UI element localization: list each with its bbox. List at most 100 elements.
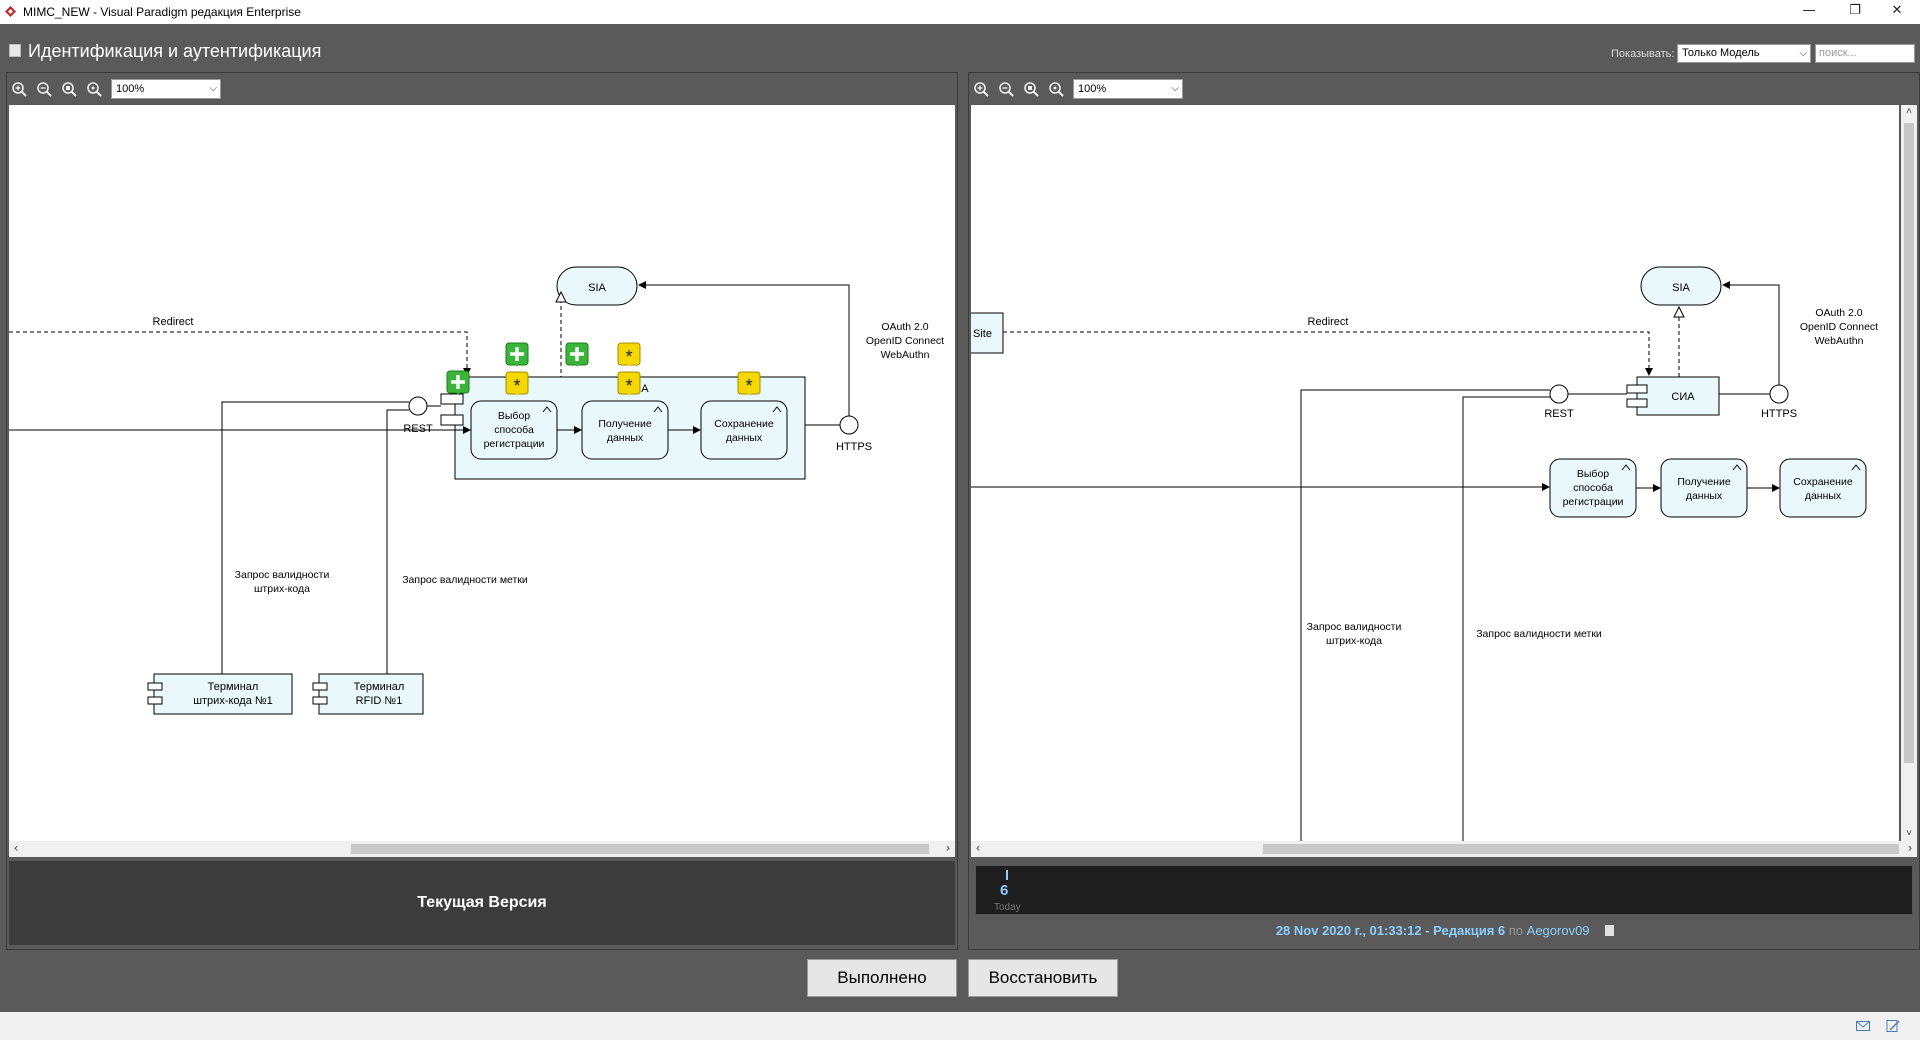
diagram-canvas-revision[interactable]: Site Redirect SIA OAuth 2.0 OpenID Conne… bbox=[971, 105, 1899, 841]
modified-marker-icon[interactable]: * bbox=[617, 371, 641, 396]
task-3-line-1: Сохранение bbox=[1793, 476, 1853, 488]
zoom-actual-icon[interactable] bbox=[1048, 81, 1066, 97]
zoom-fit-icon[interactable] bbox=[61, 81, 79, 97]
https-label: HTTPS bbox=[836, 441, 872, 453]
component-port bbox=[147, 682, 163, 691]
close-button[interactable]: ✕ bbox=[1891, 3, 1903, 18]
zoom-fit-icon[interactable] bbox=[1023, 81, 1041, 97]
scrollbar-thumb[interactable] bbox=[1904, 123, 1914, 763]
modified-marker-icon[interactable]: * bbox=[617, 342, 641, 367]
subprocess-icon bbox=[1851, 464, 1861, 471]
show-filter-value: Только Модель bbox=[1682, 47, 1760, 59]
compare-header: Идентификация и аутентификация Показыват… bbox=[0, 24, 1920, 72]
zoom-in-icon[interactable] bbox=[973, 81, 991, 97]
revision-by: по bbox=[1508, 923, 1524, 938]
subprocess-icon bbox=[1621, 464, 1631, 471]
search-input[interactable]: поиск... bbox=[1815, 44, 1915, 63]
scroll-left-icon[interactable]: ‹ bbox=[975, 841, 981, 855]
minimize-button[interactable]: — bbox=[1802, 3, 1816, 18]
mail-icon[interactable] bbox=[1856, 1020, 1870, 1032]
task-3-line-1: Сохранение bbox=[714, 418, 774, 430]
realization-arrowhead bbox=[555, 290, 567, 303]
scroll-up-icon[interactable]: ˄ bbox=[1906, 106, 1912, 117]
chevron-down-icon: ⌵ bbox=[1799, 48, 1807, 59]
redirect-connector[interactable] bbox=[9, 331, 471, 376]
scroll-right-icon[interactable]: › bbox=[1907, 841, 1913, 855]
horizontal-scrollbar[interactable]: ‹ › bbox=[971, 841, 1917, 857]
barcode-terminal[interactable] bbox=[153, 673, 293, 715]
rest-interface[interactable] bbox=[408, 396, 428, 416]
scrollbar-thumb[interactable] bbox=[351, 844, 929, 854]
revision-info: 28 Nov 2020 г., 01:33:12 - Редакция 6 по… bbox=[969, 923, 1920, 938]
visual-paradigm-logo-icon bbox=[5, 6, 16, 17]
barcode-connector[interactable] bbox=[221, 401, 409, 674]
revision-marker[interactable] bbox=[1006, 870, 1008, 880]
rest-interface[interactable] bbox=[1549, 384, 1569, 404]
rfid-terminal-line-1: Терминал bbox=[354, 681, 405, 693]
restore-version-button[interactable]: Восстановить bbox=[968, 959, 1118, 997]
redirect-connector[interactable] bbox=[1003, 331, 1653, 376]
task-get-data[interactable] bbox=[581, 400, 669, 460]
added-marker-icon[interactable] bbox=[446, 370, 470, 395]
rfid-connector[interactable] bbox=[1462, 396, 1550, 841]
scroll-down-icon[interactable]: ˅ bbox=[1906, 828, 1912, 839]
done-button[interactable]: Выполнено bbox=[807, 959, 957, 997]
task-1-line-1: Выбор bbox=[1577, 468, 1609, 480]
note-icon[interactable] bbox=[1605, 925, 1615, 936]
rfid-connector[interactable] bbox=[386, 409, 409, 674]
zoom-in-icon[interactable] bbox=[11, 81, 29, 97]
horizontal-scrollbar[interactable]: ‹ › bbox=[9, 841, 955, 857]
task-2-line-1: Получение bbox=[598, 418, 652, 430]
zoom-toolbar: 100% ⌵ bbox=[969, 73, 1919, 103]
zoom-level-value: 100% bbox=[1078, 83, 1107, 95]
window-title: MIMC_NEW - Visual Paradigm редакция Ente… bbox=[23, 5, 301, 19]
https-connector[interactable] bbox=[1722, 281, 1780, 390]
barcode-request-line-2: штрих-кода bbox=[1326, 635, 1382, 647]
sia-component[interactable] bbox=[1636, 376, 1720, 416]
rfid-terminal-line-2: RFID №1 bbox=[356, 695, 403, 707]
sia-shape[interactable] bbox=[1640, 266, 1722, 306]
show-filter-dropdown[interactable]: Только Модель ⌵ bbox=[1677, 44, 1811, 63]
oauth-label-1: OAuth 2.0 bbox=[1815, 307, 1862, 319]
https-interface[interactable] bbox=[839, 415, 859, 435]
component-port-2 bbox=[440, 414, 464, 426]
subprocess-icon bbox=[1732, 464, 1742, 471]
edit-note-icon[interactable] bbox=[1886, 1020, 1900, 1032]
revision-timeline[interactable]: 6 Today bbox=[975, 865, 1913, 915]
zoom-actual-icon[interactable] bbox=[86, 81, 104, 97]
task-get-data[interactable] bbox=[1660, 458, 1748, 518]
show-label: Показывать: bbox=[1611, 48, 1675, 60]
scroll-left-icon[interactable]: ‹ bbox=[13, 841, 19, 855]
restore-button[interactable]: ❐ bbox=[1849, 3, 1861, 18]
rfid-terminal[interactable] bbox=[318, 673, 424, 715]
zoom-out-icon[interactable] bbox=[998, 81, 1016, 97]
zoom-out-icon[interactable] bbox=[36, 81, 54, 97]
added-marker-icon[interactable] bbox=[565, 342, 589, 367]
added-marker-icon[interactable] bbox=[505, 342, 529, 367]
task-2-line-2: данных bbox=[607, 432, 644, 444]
https-connector[interactable] bbox=[638, 281, 850, 425]
svg-text:*: * bbox=[625, 347, 632, 367]
redirect-label: Redirect bbox=[1308, 316, 1349, 328]
scroll-right-icon[interactable]: › bbox=[945, 841, 951, 855]
task-save-data[interactable] bbox=[700, 400, 788, 460]
modified-marker-icon[interactable]: * bbox=[737, 371, 761, 396]
task-save-data[interactable] bbox=[1779, 458, 1867, 518]
vertical-scrollbar[interactable]: ˄ ˅ bbox=[1901, 105, 1917, 841]
modified-marker-icon[interactable]: * bbox=[505, 371, 529, 396]
https-interface[interactable] bbox=[1769, 384, 1789, 404]
zoom-level-select[interactable]: 100% ⌵ bbox=[1073, 79, 1183, 99]
title-bar: MIMC_NEW - Visual Paradigm редакция Ente… bbox=[0, 0, 1920, 24]
revision-user[interactable]: Aegorov09 bbox=[1526, 923, 1590, 938]
scrollbar-thumb[interactable] bbox=[1263, 844, 1899, 854]
revision-date: 28 Nov 2020 г., 01:33:12 - Редакция 6 bbox=[1275, 923, 1506, 938]
site-element[interactable] bbox=[971, 312, 1004, 354]
chevron-down-icon: ⌵ bbox=[1171, 83, 1179, 94]
diagram-canvas-current[interactable]: Redirect SIA OAuth 2.0 OpenID Connect We… bbox=[9, 105, 955, 841]
sia-shape[interactable] bbox=[556, 266, 638, 306]
barcode-connector[interactable] bbox=[1300, 389, 1550, 841]
oauth-label-3: WebAuthn bbox=[881, 349, 930, 361]
https-label: HTTPS bbox=[1761, 408, 1797, 420]
zoom-level-value: 100% bbox=[116, 83, 145, 95]
zoom-level-select[interactable]: 100% ⌵ bbox=[111, 79, 221, 99]
